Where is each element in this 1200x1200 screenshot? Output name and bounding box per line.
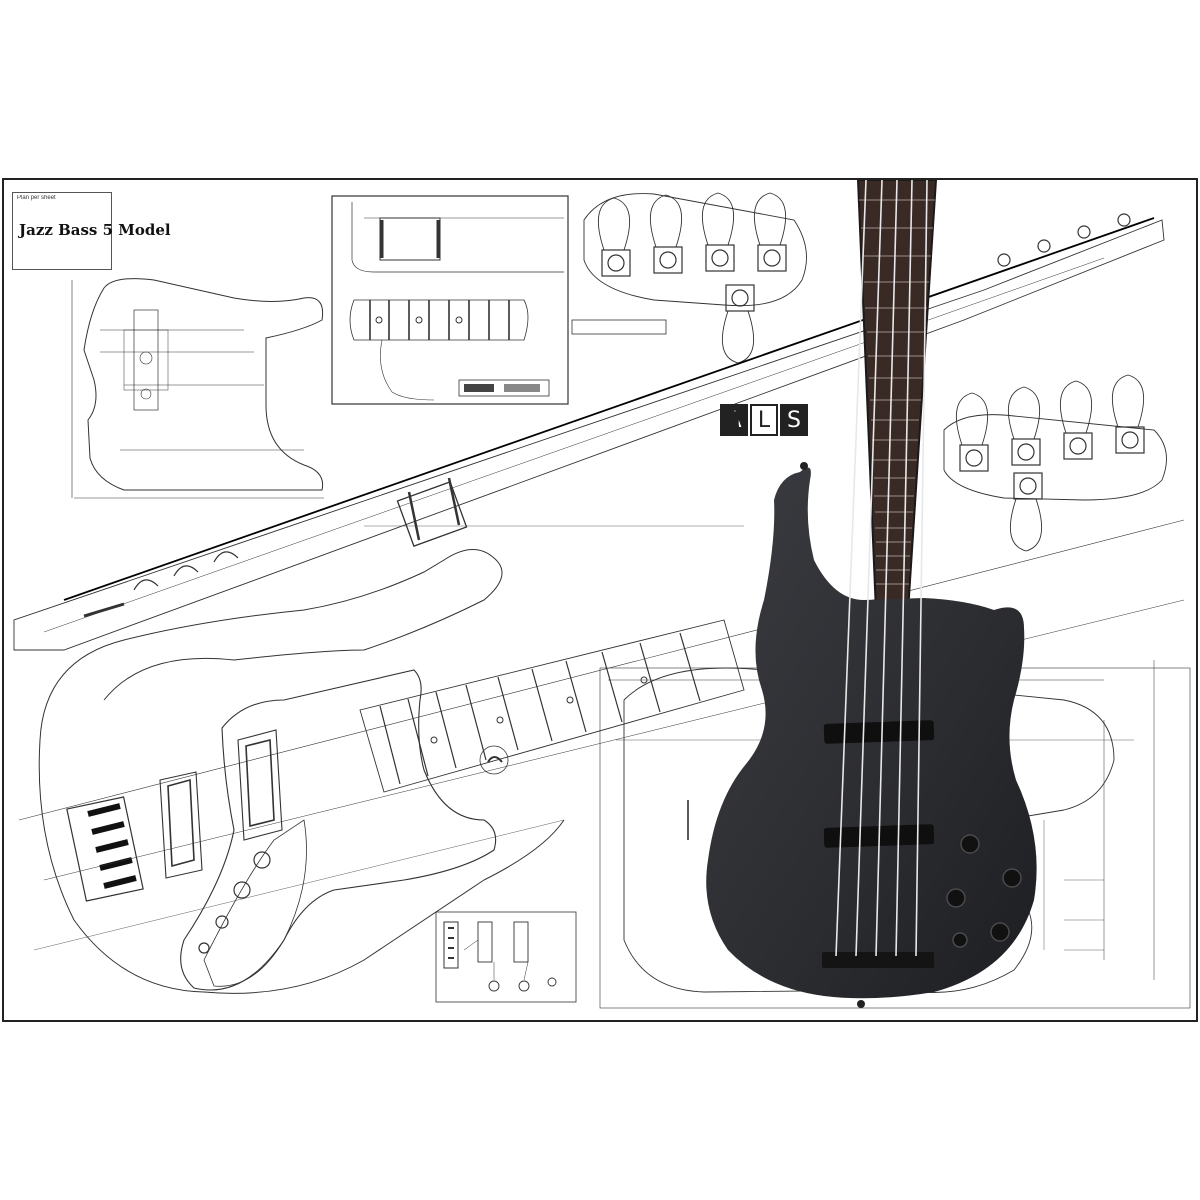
guitar-photo (706, 180, 1037, 1008)
body-outline-drawing (18, 519, 1185, 994)
title-block-title: Jazz Bass 5 Model (19, 221, 171, 239)
wiring-diagram (435, 911, 577, 1003)
headstock-drawing-right (943, 374, 1167, 552)
headstock-drawing-top (571, 192, 807, 364)
plan-sheet: Plan per sheet Jazz Bass 5 Model A L S (2, 178, 1198, 1022)
logo-letter-s: S (780, 404, 808, 436)
logo-letter-l: L (750, 404, 778, 436)
title-block-subtitle: Plan per sheet (17, 195, 56, 201)
pickguard-drawing (71, 278, 324, 499)
neck-detail-frame (331, 195, 569, 405)
guitar-logo-icon (722, 404, 740, 434)
als-logo: A L S (720, 402, 810, 438)
title-block: Plan per sheet Jazz Bass 5 Model (12, 192, 171, 270)
neck-side-profile (13, 213, 1165, 651)
